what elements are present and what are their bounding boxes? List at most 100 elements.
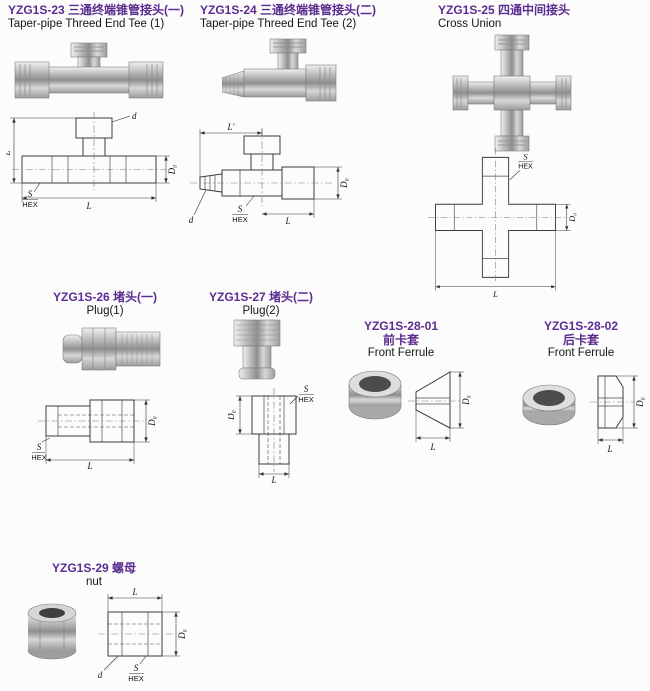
s23-drawing: L' d D₀ L S HEX — [6, 111, 177, 211]
s24-title-zh: YZG1S-24 三通终端锥管接头(二) — [200, 3, 377, 17]
s28-01-title-en: Front Ferrule — [367, 347, 435, 359]
dim-label-d0: D₀ — [567, 213, 577, 223]
s28-01-heading: YZG1S-28-01 前卡套 Front Ferrule — [346, 319, 456, 361]
s23-photo — [14, 42, 164, 99]
dim-label-s: S — [37, 442, 42, 452]
s28-02-title-zh: 后卡套 — [562, 332, 599, 347]
tee-dimensions: L' d D₀ S HEX L — [189, 122, 349, 226]
plug-outline — [38, 399, 144, 443]
dim-label-s: S — [304, 384, 309, 394]
s28-02-drawing: D₀ L — [590, 375, 645, 454]
dim-label-l: L — [429, 442, 435, 452]
plug-dimensions: S HEX D₀ L — [228, 384, 314, 484]
dim-label-d0: D₀ — [635, 397, 645, 408]
s29-drawing: L D₀ d S HEX — [98, 587, 187, 683]
s25-heading: YZG1S-25 四通中间接头 Cross Union — [438, 3, 571, 31]
ferrule-render — [522, 384, 576, 426]
s28-02-heading: YZG1S-28-02 后卡套 Front Ferrule — [520, 319, 642, 361]
s26-title-zh: YZG1S-26 堵头(一) — [52, 290, 158, 304]
tee-dimensions: L' d D₀ L S HEX — [6, 111, 177, 211]
section-yzg1s-28-01: YZG1S-28-01 前卡套 Front Ferrule D₀ — [346, 319, 476, 455]
ferrule-render — [348, 370, 402, 420]
cross-outline — [428, 148, 567, 283]
s28-02-photo — [522, 384, 576, 426]
dim-label-d0: D₀ — [177, 629, 187, 640]
s27-heading: YZG1S-27 堵头(二) Plug(2) — [205, 290, 317, 318]
dim-label-d: d — [98, 670, 103, 680]
dim-label-s: S — [238, 204, 243, 214]
s24-title-en: Taper-pipe Threed End Tee (2) — [200, 17, 357, 30]
s27-photo — [233, 319, 281, 380]
s25-photo — [452, 34, 572, 152]
dim-label-hex: HEX — [32, 453, 47, 462]
cross-dimensions: S HEX D₀ L — [435, 151, 577, 298]
dim-label-hex: HEX — [518, 164, 533, 171]
s25-title-zh: YZG1S-25 四通中间接头 — [438, 3, 571, 17]
dim-label-l: L — [492, 289, 498, 298]
dim-label-s: S — [134, 663, 139, 673]
s25-title-en: Cross Union — [438, 17, 502, 30]
s28-01-photo — [348, 370, 402, 420]
s24-drawing: L' d D₀ S HEX L — [189, 122, 349, 226]
dim-label-d0: D₀ — [339, 178, 349, 189]
tee-fitting-render — [222, 38, 337, 102]
cross-fitting-render — [452, 34, 572, 152]
plug-fitting-render — [233, 319, 281, 380]
dim-label-l: L — [606, 444, 612, 454]
section-yzg1s-29: YZG1S-29 螺母 nut L D₀ — [26, 561, 196, 690]
plug-dimensions: D₀ S HEX L — [32, 399, 157, 470]
dim-label-l: L — [270, 475, 276, 484]
s24-heading: YZG1S-24 三通终端锥管接头(二) Taper-pipe Threed E… — [200, 3, 377, 31]
s26-drawing: D₀ S HEX L — [32, 399, 157, 470]
ferrule-dimensions: D₀ L — [597, 375, 645, 454]
dim-label-l-prime: L' — [227, 122, 236, 132]
section-yzg1s-23: YZG1S-23 三通终端锥管接头(一) Taper-pipe Threed E… — [6, 3, 185, 222]
dim-label-d: d — [132, 111, 137, 121]
s28-01-drawing: D₀ L — [408, 371, 471, 452]
s27-drawing: S HEX D₀ L — [228, 384, 314, 484]
dim-label-s: S — [28, 189, 33, 199]
s28-02-title-en: Front Ferrule — [547, 347, 615, 359]
s27-title-en: Plug(2) — [242, 304, 280, 317]
s23-title-zh: YZG1S-23 三通终端锥管接头(一) — [8, 3, 185, 17]
tee-fitting-render — [14, 42, 164, 99]
dim-label-d: d — [189, 215, 194, 225]
dim-label-hex: HEX — [298, 395, 313, 404]
s28-01-code: YZG1S-28-01 — [363, 319, 439, 333]
plug-outline — [251, 388, 297, 472]
nut-dimensions: L D₀ d S HEX — [98, 587, 187, 683]
ferrule-dimensions: D₀ L — [415, 371, 471, 452]
s29-title-en: nut — [86, 575, 102, 588]
tee-outline — [12, 112, 166, 190]
dim-label-hex: HEX — [22, 200, 37, 209]
s25-drawing: S HEX D₀ L — [428, 148, 577, 298]
dim-label-s: S — [523, 151, 528, 161]
dim-label-d0: D₀ — [147, 416, 157, 427]
section-yzg1s-27: YZG1S-27 堵头(二) Plug(2) S HEX — [205, 290, 329, 487]
section-yzg1s-28-02: YZG1S-28-02 后卡套 Front Ferrule D₀ — [520, 319, 648, 455]
dim-label-d0: D₀ — [228, 410, 236, 421]
dim-label-l: L — [131, 587, 137, 597]
s27-title-zh: YZG1S-27 堵头(二) — [208, 290, 314, 304]
dim-label-d0: D₀ — [461, 395, 471, 406]
dim-label-l: L — [284, 216, 290, 226]
dim-label-l: L — [85, 201, 91, 211]
s28-02-code: YZG1S-28-02 — [543, 319, 619, 333]
section-yzg1s-25: YZG1S-25 四通中间接头 Cross Union — [428, 3, 588, 304]
s23-heading: YZG1S-23 三通终端锥管接头(一) Taper-pipe Threed E… — [8, 3, 185, 31]
s26-photo — [62, 327, 161, 371]
nut-outline — [98, 611, 174, 657]
plug-fitting-render — [62, 327, 161, 371]
dim-label-l: L — [86, 461, 92, 470]
dim-label-hex: HEX — [232, 215, 247, 224]
ferrule-outline — [590, 375, 634, 429]
s26-heading: YZG1S-26 堵头(一) Plug(1) — [32, 290, 178, 318]
s24-photo — [222, 38, 337, 102]
nut-render — [27, 603, 77, 660]
tee-outline — [190, 128, 332, 206]
dim-label-l-prime: L' — [6, 147, 12, 156]
dim-label-hex: HEX — [128, 674, 143, 683]
s29-photo — [27, 603, 77, 660]
s23-title-en: Taper-pipe Threed End Tee (1) — [8, 17, 165, 30]
